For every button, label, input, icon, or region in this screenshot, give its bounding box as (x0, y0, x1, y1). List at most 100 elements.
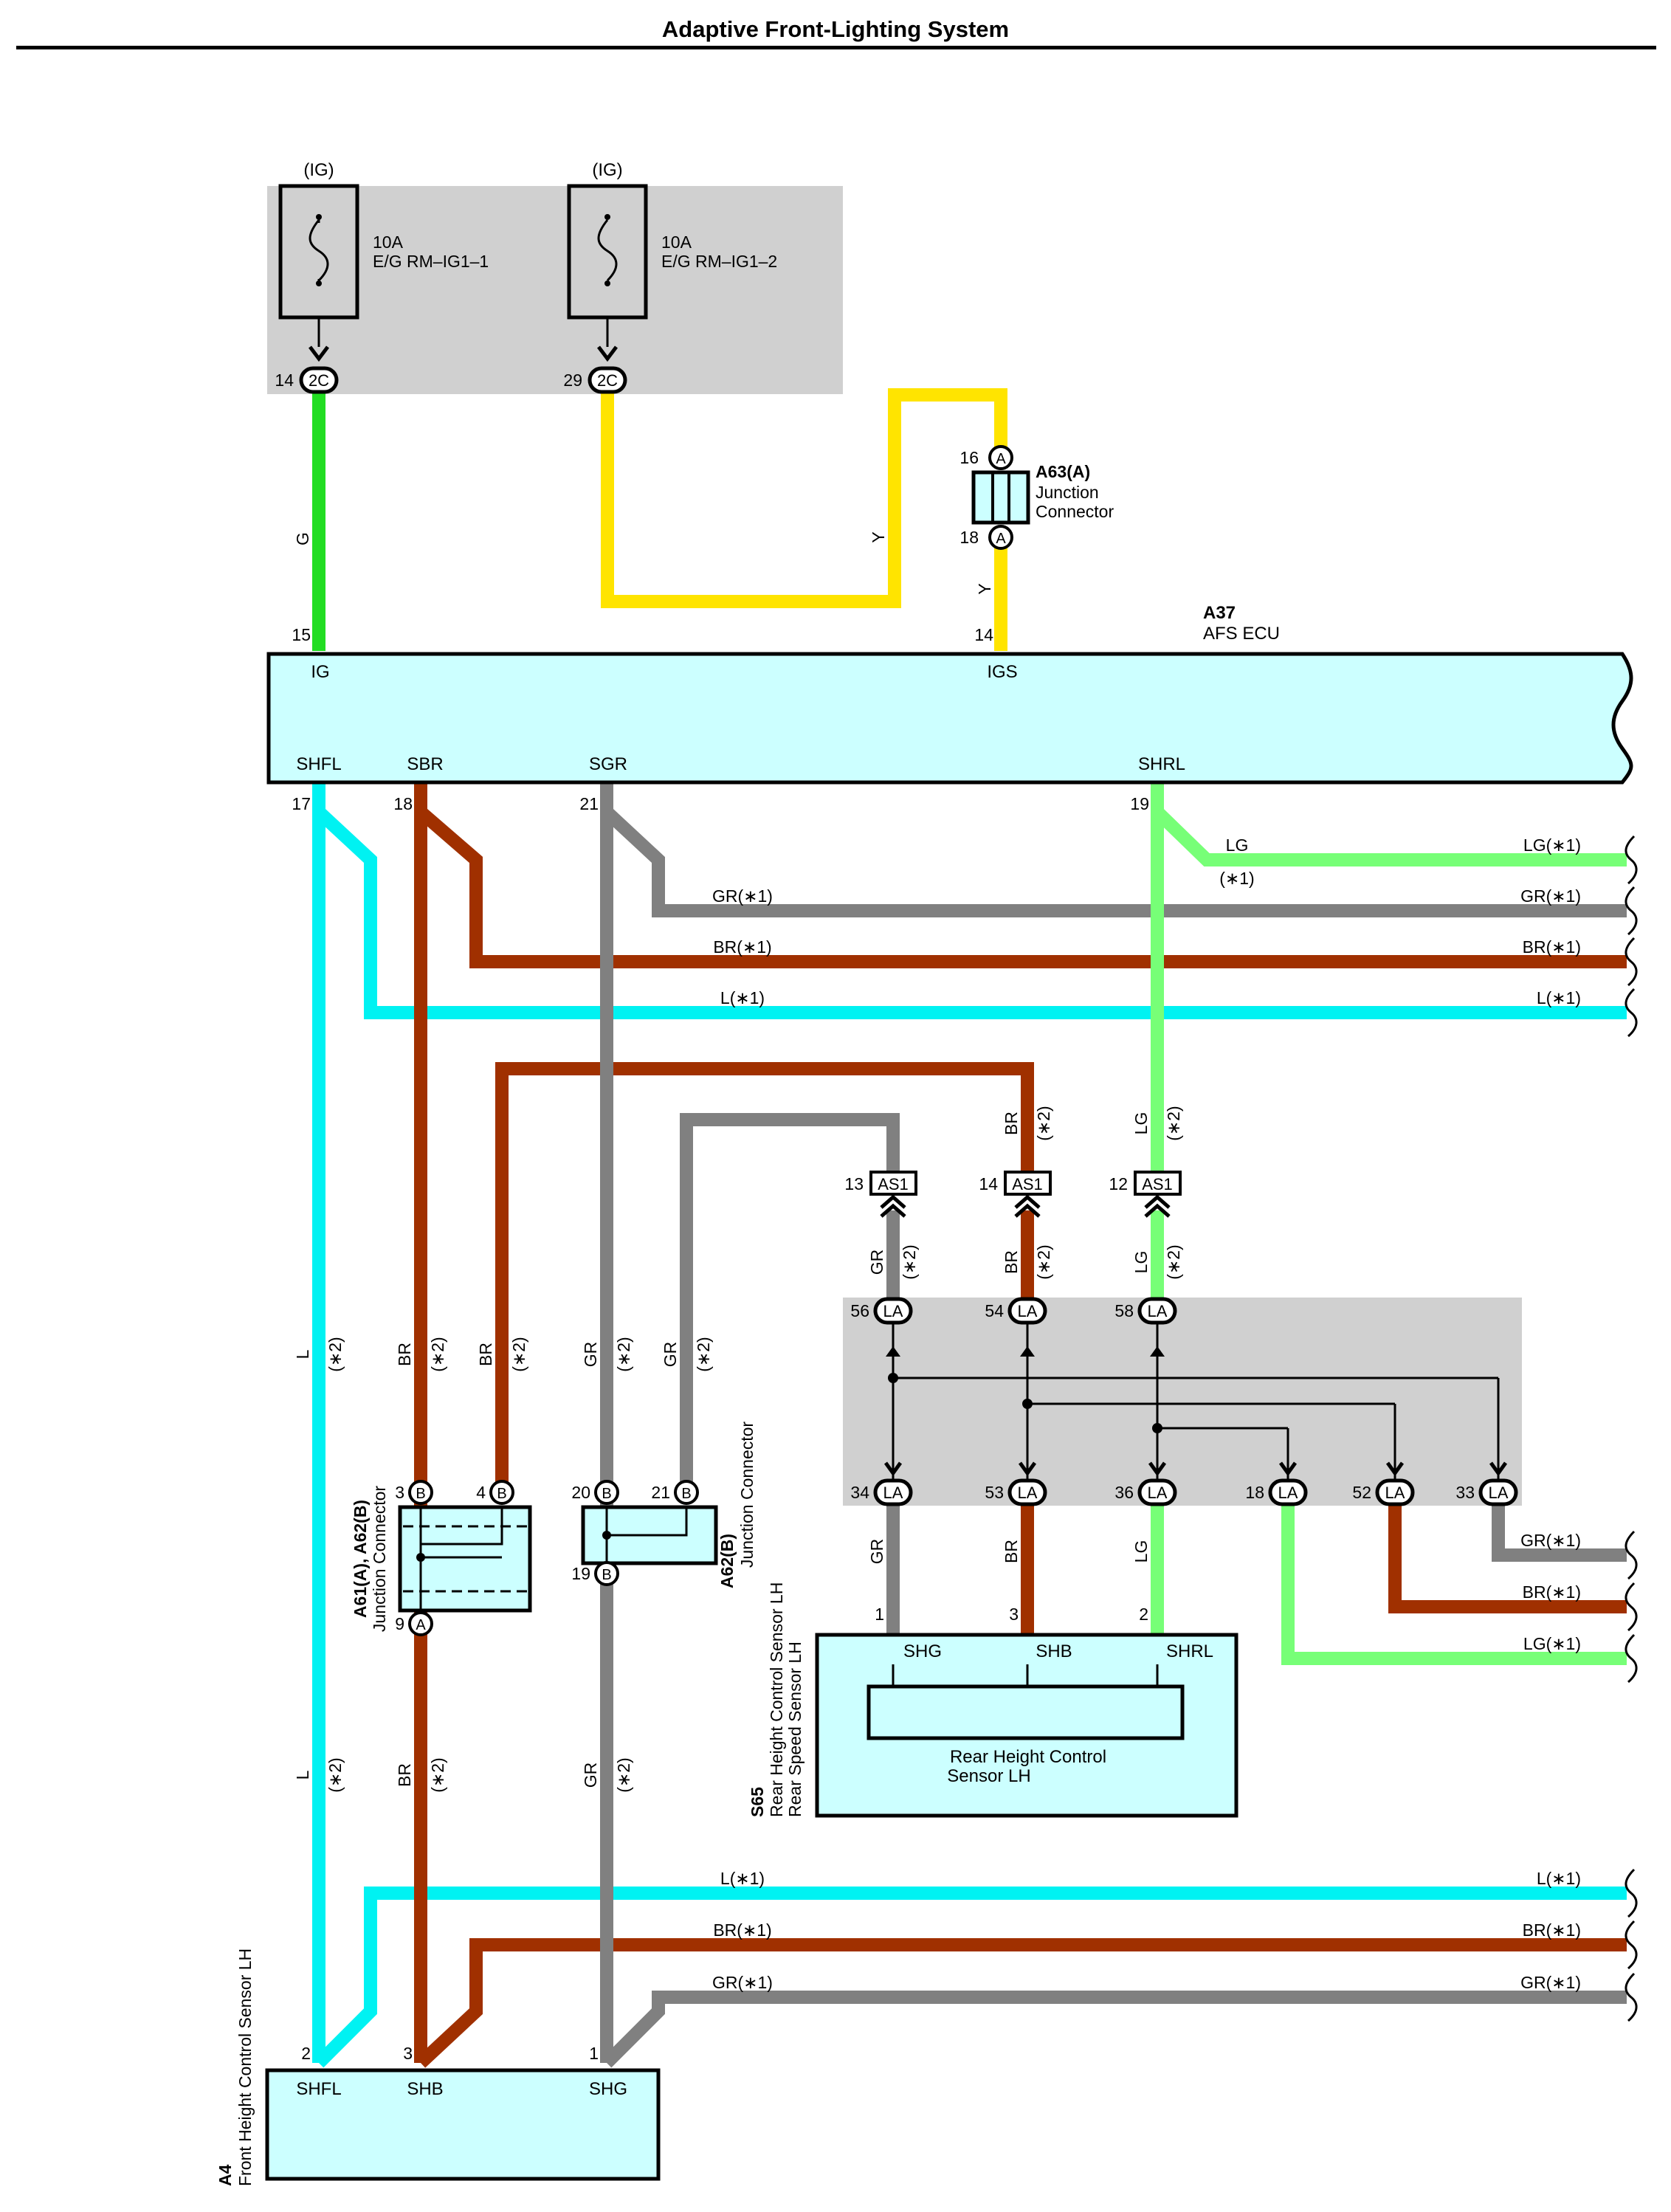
wire-l-lower-branch (314, 1887, 1627, 2068)
vnote-br-as1-top: (∗2) (1034, 1106, 1053, 1140)
wire-gr-la33 (1492, 1498, 1627, 1562)
wire-break-mark (1625, 1920, 1638, 1970)
right-label-br-la52: BR(∗1) (1523, 1582, 1581, 1602)
vnote-br-1: (∗2) (428, 1337, 447, 1371)
la-bot-pin-53: 53 (985, 1483, 1004, 1502)
vnote-lg-mid: (∗2) (1164, 1244, 1183, 1279)
vnote-br-2: (∗2) (509, 1337, 528, 1371)
left-label-br-top: BR(∗1) (713, 937, 771, 957)
as1-pin-2: 14 (979, 1174, 998, 1193)
right-label-gr-bottom: GR(∗1) (1520, 1973, 1581, 1992)
as1-label-3: AS1 (1142, 1175, 1173, 1193)
ecu-term-ig: IG (311, 662, 329, 682)
wire-code-y-2: Y (975, 583, 994, 594)
la-bot-label-5: LA (1385, 1484, 1405, 1502)
a63-conn-top: A (996, 451, 1006, 467)
s65-term-shg: SHG (903, 1641, 942, 1661)
a4-id: A4 (216, 2164, 235, 2186)
left-label-br-bottom: BR(∗1) (713, 1920, 771, 1940)
fuse-1-source: (IG) (303, 160, 334, 180)
as1-pin13: AS1 13 (844, 1171, 917, 1218)
la-bot-pin-18: 18 (1245, 1483, 1264, 1502)
ecu-term-sbr: SBR (407, 754, 443, 774)
fuse-box-area (267, 186, 843, 394)
ecu-term-shrl: SHRL (1138, 754, 1185, 774)
a62b-conn-2: B (681, 1486, 691, 1502)
fuse-2-source: (IG) (592, 160, 622, 180)
wire-y (601, 388, 1007, 608)
right-label-gr-top: GR(∗1) (1520, 886, 1581, 906)
a63-pin-top: 16 (959, 448, 979, 467)
a61-pin-3: 3 (395, 1483, 404, 1502)
wire-break-mark (1625, 1633, 1638, 1684)
fuse-2-rating: 10A (661, 232, 692, 252)
as1-pin14: AS1 14 (979, 1171, 1052, 1218)
vcode-gr-low: GR (867, 1539, 886, 1565)
as1-pin-3: 12 (1109, 1174, 1128, 1193)
wire-gr-upper-branch (602, 807, 1627, 917)
vcode-gr-3: GR (581, 1763, 600, 1788)
fuse-1-rating: 10A (373, 232, 404, 252)
wire-break-mark (1625, 835, 1638, 885)
s65-term-shb: SHB (1036, 1641, 1072, 1661)
vcode-br-as1-top: BR (1002, 1112, 1021, 1135)
left-label-gr-bottom: GR(∗1) (712, 1973, 773, 1992)
la-top-label-3: LA (1148, 1302, 1168, 1320)
s65-line2: Rear Speed Sensor LH (785, 1641, 805, 1817)
wire-lg-la18 (1281, 1498, 1627, 1665)
vcode-br-mid: BR (1002, 1250, 1021, 1274)
wire-gr-lower-branch (602, 1991, 1627, 2068)
vnote-l-1: (∗2) (325, 1337, 345, 1371)
fuse-1: (IG) 10A E/G RM–IG1–1 (278, 160, 489, 362)
la-bot-label-4: LA (1278, 1484, 1298, 1502)
as1-pin12: AS1 12 (1109, 1171, 1182, 1218)
pin-14-label: 14 (275, 371, 294, 390)
a4-term-shg: SHG (589, 2079, 627, 2099)
a61-pin-4: 4 (476, 1483, 486, 1502)
as1-label-2: AS1 (1012, 1175, 1043, 1193)
wire-break-mark (1625, 1530, 1638, 1580)
wire-break-marks (1625, 835, 1638, 2022)
vcode-br-2: BR (476, 1343, 495, 1366)
wire-break-mark (1625, 886, 1638, 936)
vnote-br-3: (∗2) (428, 1757, 447, 1792)
pin-29-label: 29 (563, 371, 582, 390)
as1-label-1: AS1 (878, 1175, 909, 1193)
a62b-junction-connector: B B B 20 21 19 A62(B) Junction Connector (571, 1422, 757, 1588)
a63-pin-bottom: 18 (959, 528, 979, 547)
vcode-lg-mid: LG (1131, 1251, 1151, 1274)
s65-id: S65 (748, 1787, 767, 1817)
vnote-l-2: (∗2) (325, 1757, 345, 1792)
a61-pin-9: 9 (395, 1614, 404, 1633)
la-bot-pin-33: 33 (1455, 1483, 1475, 1502)
left-label-gr-top: GR(∗1) (712, 886, 773, 906)
vcode-lg-as1-top: LG (1131, 1112, 1151, 1135)
a61-a62-junction-connector: B B A 3 4 9 A61(A), A62(B) Junction Conn… (351, 1480, 532, 1636)
a63-line1: Junction (1036, 483, 1099, 502)
ecu-pin-shfl: 17 (292, 794, 311, 813)
vertical-wire-codes: L (∗2) BR (∗2) BR (∗2) GR (∗2) GR (∗2) L… (293, 1106, 1183, 1792)
right-label-l-bottom: L(∗1) (1537, 1869, 1581, 1888)
wire-gr-to-as1 (680, 1113, 900, 1492)
wire-lg-upper-branch (1152, 807, 1627, 866)
a4-term-shfl: SHFL (296, 2079, 341, 2099)
connector-2c-pin29: 2C 29 (563, 366, 627, 394)
vcode-br-3: BR (395, 1763, 414, 1787)
a62b-conn-3: B (602, 1567, 611, 1583)
lg-branch-code: LG (1226, 835, 1249, 855)
vcode-l-2: L (293, 1770, 312, 1779)
wire-br-lower-branch (416, 1938, 1627, 2068)
la-top-pin-56: 56 (850, 1301, 869, 1320)
conn-2c-label-1: 2C (309, 371, 329, 390)
vcode-br-1: BR (395, 1343, 414, 1366)
lg-branch-note: (∗1) (1219, 869, 1254, 888)
la-bot-pin-36: 36 (1114, 1483, 1134, 1502)
s65-rear-height-sensor: 1 3 2 SHG SHB SHRL Rear Height Control S… (748, 1582, 1238, 1818)
a4-term-shb: SHB (407, 2079, 443, 2099)
la-top-label-1: LA (883, 1302, 903, 1320)
la-connector-area (843, 1298, 1522, 1506)
a4-name: Front Height Control Sensor LH (235, 1949, 255, 2186)
conn-2c-label-2: 2C (597, 371, 618, 390)
ecu-pin-sgr: 21 (579, 794, 599, 813)
afs-ecu: A37 AFS ECU 15 14 IG IGS SHFL SBR SGR SH… (266, 603, 1633, 813)
